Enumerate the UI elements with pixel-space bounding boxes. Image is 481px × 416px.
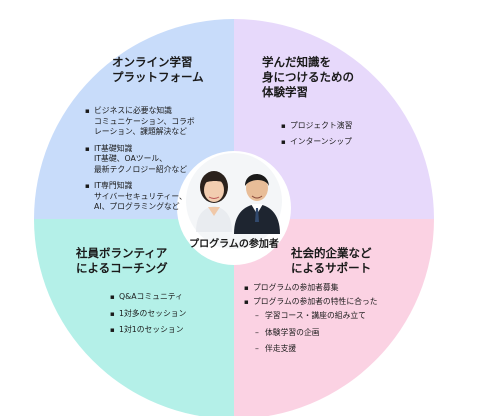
center-label-participants: プログラムの参加者 [189, 239, 279, 250]
participant-man-photo [234, 174, 280, 234]
center-label-block: プログラムの参加者 [177, 232, 291, 251]
title-online-learning-platform: オンライン学習 プラットフォーム [112, 55, 204, 84]
list-item-it-basics: IT基礎知識 IT基礎、OAツール、 最新テクノロジー紹介など [85, 144, 234, 176]
list-item-business-knowledge: ビジネスに必要な知識 コミュニケーション、コラボ レーション、課題解決など [85, 106, 234, 138]
title-experiential-learning: 学んだ知識を 身につけるための 体験学習 [262, 55, 354, 99]
top-right-list: プロジェクト演習 インターンシップ [281, 121, 410, 152]
list-item-tailored-to-participants: プログラムの参加者の特性に合った [244, 297, 418, 308]
top-right-title-block: 学んだ知識を 身につけるための 体験学習 [262, 55, 392, 100]
list-item-recruit-participants: プログラムの参加者募集 [244, 283, 418, 294]
list-item-one-to-many: 1対多のセッション [110, 309, 234, 320]
sub-item-accompanying-support: 伴走支援 [255, 344, 418, 355]
sub-item-course-design: 学習コース・講座の組み立て [255, 311, 418, 322]
list-item-one-to-one: 1対1のセッション [110, 325, 234, 336]
title-social-enterprise-support: 社会的企業など によるサポート [291, 246, 372, 275]
list-item-it-specialist: IT専門知識 サイバーセキュリティー、 AI、プログラミングなど [85, 181, 234, 213]
bottom-left-list: Q&Aコミュニティ 1対多のセッション 1対1のセッション [110, 292, 234, 336]
quadrant-experiential-learning [234, 19, 434, 219]
list-item-qa-community: Q&Aコミュニティ [110, 292, 234, 303]
list-item-internship: インターンシップ [281, 137, 410, 148]
list-item-project-exercise: プロジェクト演習 [281, 121, 410, 132]
title-volunteer-coaching: 社員ボランティア によるコーチング [76, 246, 168, 275]
top-left-list: ビジネスに必要な知識 コミュニケーション、コラボ レーション、課題解決など IT… [85, 106, 234, 213]
top-left-title-block: オンライン学習 プラットフォーム [112, 55, 232, 85]
bottom-right-title-block: 社会的企業など によるサポート [291, 246, 421, 276]
sub-item-experiential-planning: 体験学習の企画 [255, 328, 418, 339]
bottom-right-list: プログラムの参加者募集 プログラムの参加者の特性に合った 学習コース・講座の組み… [244, 283, 418, 355]
bottom-left-title-block: 社員ボランティア によるコーチング [76, 246, 216, 276]
